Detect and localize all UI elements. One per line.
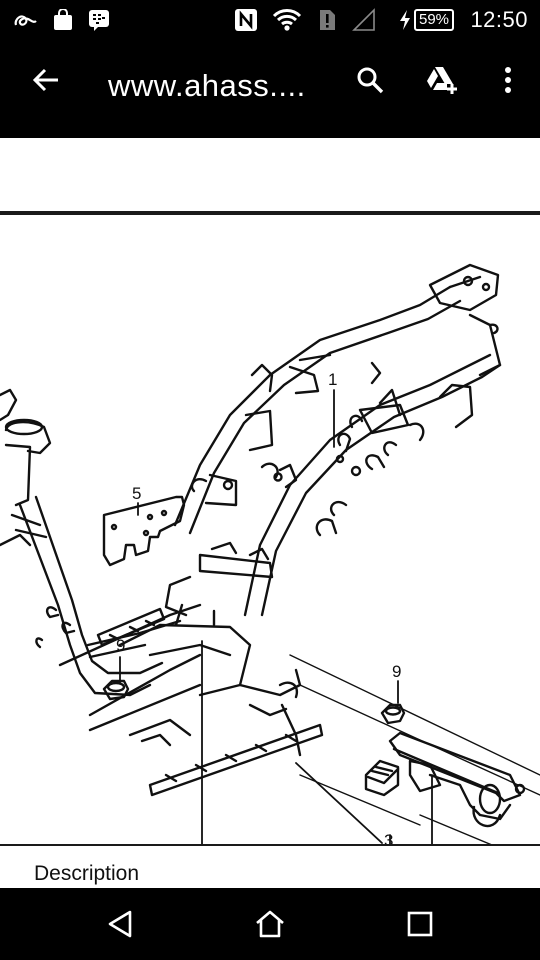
callout-5: 5 [132,484,141,503]
back-triangle-icon[interactable] [96,900,144,948]
clock: 12:50 [470,7,528,32]
divider-top [0,211,540,215]
home-icon[interactable] [246,900,294,948]
divider-bottom [0,844,540,846]
signal-icon [352,0,376,40]
bbm-icon [88,0,110,40]
description-heading: Description [34,862,140,885]
page-url-title[interactable]: www.ahass.... [108,68,306,103]
bag-icon [52,0,74,40]
status-bar: 59% 12:50 [0,0,540,40]
page-content: 1 2 3 5 9 9 10 Description [0,138,540,888]
no-sim-icon [318,0,336,40]
callout-3: 3 [384,831,393,844]
charging-icon [398,0,412,40]
recents-icon[interactable] [396,900,444,948]
diagram-callouts: 1 2 3 5 9 9 10 [116,370,401,844]
callout-1: 1 [328,370,337,389]
drive-add-icon[interactable] [420,58,464,102]
frame-parts-diagram: 1 2 3 5 9 9 10 [0,263,540,844]
carrier-logo-icon [12,0,38,40]
more-vert-icon[interactable] [486,58,530,102]
browser-toolbar: www.ahass.... [0,40,540,138]
back-arrow-icon[interactable] [24,58,68,102]
nfc-icon [234,0,258,40]
search-icon[interactable] [348,58,392,102]
battery-indicator: 59% [414,0,455,40]
callout-9-left: 9 [116,636,125,655]
callout-9-right: 9 [392,662,401,681]
system-nav-bar [0,888,540,960]
wifi-icon [272,0,302,40]
battery-percent: 59% [414,9,455,31]
